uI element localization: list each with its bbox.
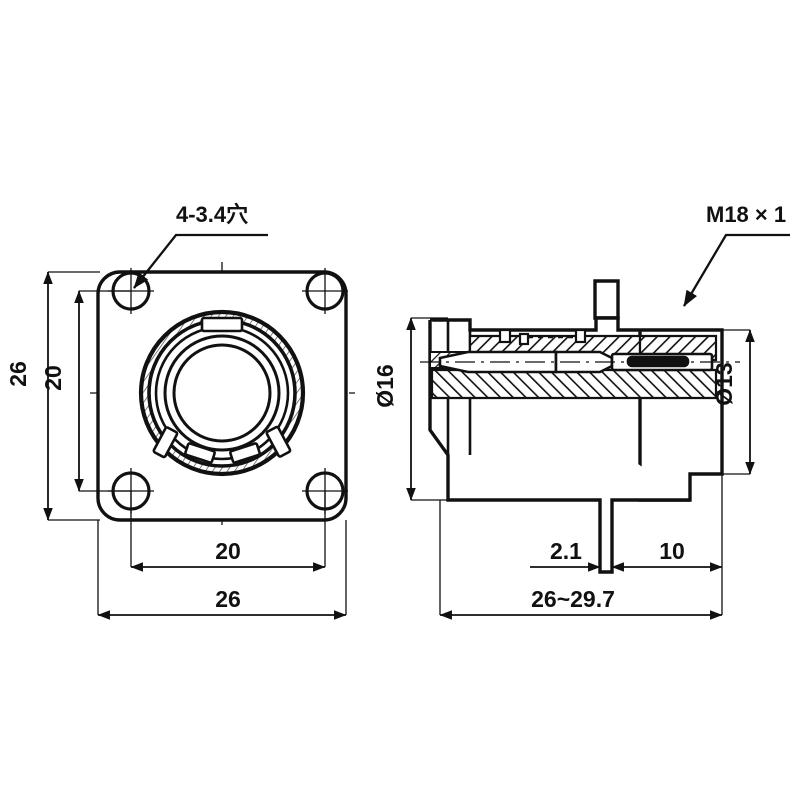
front-view: 4-3.4穴 26 20 20 26 [5, 202, 355, 620]
dim-section-d13-text: Ø13 [711, 362, 737, 405]
dim-section-10: 10 [611, 474, 723, 615]
dim-front-height-26: 26 [5, 271, 100, 521]
keyway-notch-left [152, 426, 179, 459]
keyway-notch-top [200, 316, 244, 333]
keyway-notch-bottom-left [184, 442, 216, 464]
keyway-notch-right [265, 425, 292, 458]
dim-section-10-text: 10 [659, 538, 685, 564]
holes-label: 4-3.4穴 [176, 202, 248, 227]
holes-leader-line [133, 233, 268, 289]
section-view: M18 × 1 Ø16 Ø13 2.1 10 [372, 202, 790, 620]
section-internal-details [498, 328, 587, 346]
dim-front-hole-pitch-h-20-text: 20 [215, 538, 241, 564]
dim-section-2-1-text: 2.1 [550, 538, 582, 564]
thread-leader-line [683, 233, 790, 307]
dim-section-overall-text: 26~29.7 [531, 586, 615, 612]
dim-section-overall: 26~29.7 [439, 500, 723, 620]
keyway-notch-bottom-right [229, 442, 261, 464]
mounting-hole [302, 268, 348, 314]
dim-front-width-26: 26 [97, 520, 347, 620]
keyway-notches [152, 316, 292, 464]
dim-front-height-26-text: 26 [5, 361, 31, 387]
dim-front-hole-pitch-v-20: 20 [40, 290, 131, 492]
dim-section-d13: Ø13 [711, 329, 755, 475]
dim-section-2-1: 2.1 [530, 500, 613, 572]
dim-front-hole-pitch-h-20: 20 [130, 491, 326, 572]
dim-front-width-26-text: 26 [215, 586, 241, 612]
thread-label: M18 × 1 [706, 202, 786, 227]
dim-section-d16-text: Ø16 [372, 364, 398, 407]
dim-section-d16: Ø16 [372, 317, 448, 501]
connector-body-rings [138, 309, 306, 477]
dim-front-hole-pitch-v-20-text: 20 [40, 365, 66, 391]
